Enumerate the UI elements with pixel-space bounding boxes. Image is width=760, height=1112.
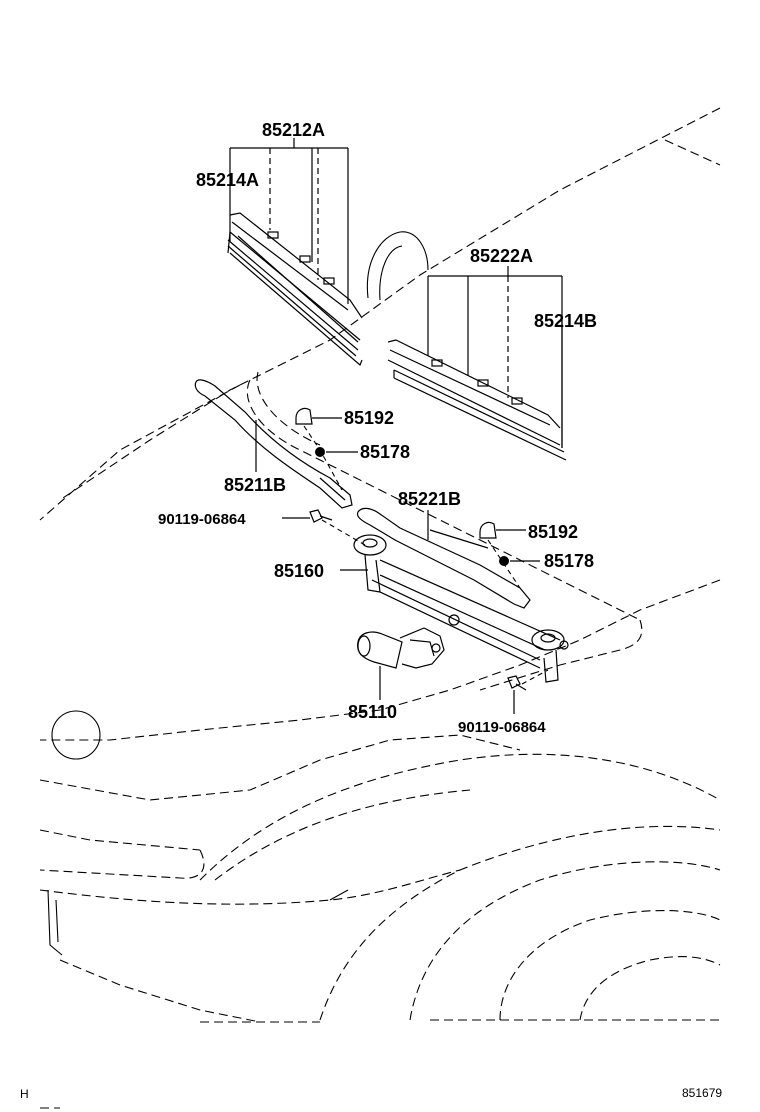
bolt-left-shape — [309, 509, 333, 523]
wiper-blade-left — [387, 339, 567, 461]
label-90119-06864-left: 90119-06864 — [158, 511, 246, 528]
label-85192-lower: 85192 — [528, 522, 578, 542]
label-85214A: 85214A — [196, 170, 259, 190]
wiper-motor — [357, 627, 445, 669]
assembly-lines — [303, 425, 549, 685]
footer: H 851679 — [20, 1086, 722, 1101]
section-code: H — [20, 1087, 29, 1101]
label-85178-lower: 85178 — [544, 551, 594, 571]
label-85222A: 85222A — [470, 246, 533, 266]
label-85211B: 85211B — [224, 475, 286, 495]
nut-upper-shape — [315, 447, 325, 457]
leader-lines — [229, 138, 563, 714]
label-85192-upper: 85192 — [344, 408, 394, 428]
small-parts — [295, 407, 527, 691]
label-85110: 85110 — [348, 702, 397, 722]
wiper-link-assembly — [353, 534, 569, 683]
nut-lower-shape — [499, 556, 509, 566]
wiper-arm-left — [356, 507, 531, 609]
label-90119-06864-right: 90119-06864 — [458, 719, 546, 736]
part-labels: 85212A 85214A 85222A 85214B 85192 85178 … — [158, 120, 597, 736]
wiper-arm-right — [194, 379, 353, 509]
wiper-blade-right — [227, 212, 363, 367]
illustration-number: 851679 — [682, 1086, 722, 1100]
cap-upper-shape — [295, 407, 313, 425]
label-85214B: 85214B — [534, 311, 597, 331]
cap-lower-shape — [479, 521, 497, 539]
label-85160: 85160 — [274, 561, 324, 581]
vehicle-body-outline — [39, 107, 721, 1109]
label-85221B: 85221B — [398, 489, 461, 509]
bolt-right-shape — [507, 675, 527, 691]
label-85178-upper: 85178 — [360, 442, 410, 462]
label-85212A: 85212A — [262, 120, 325, 140]
